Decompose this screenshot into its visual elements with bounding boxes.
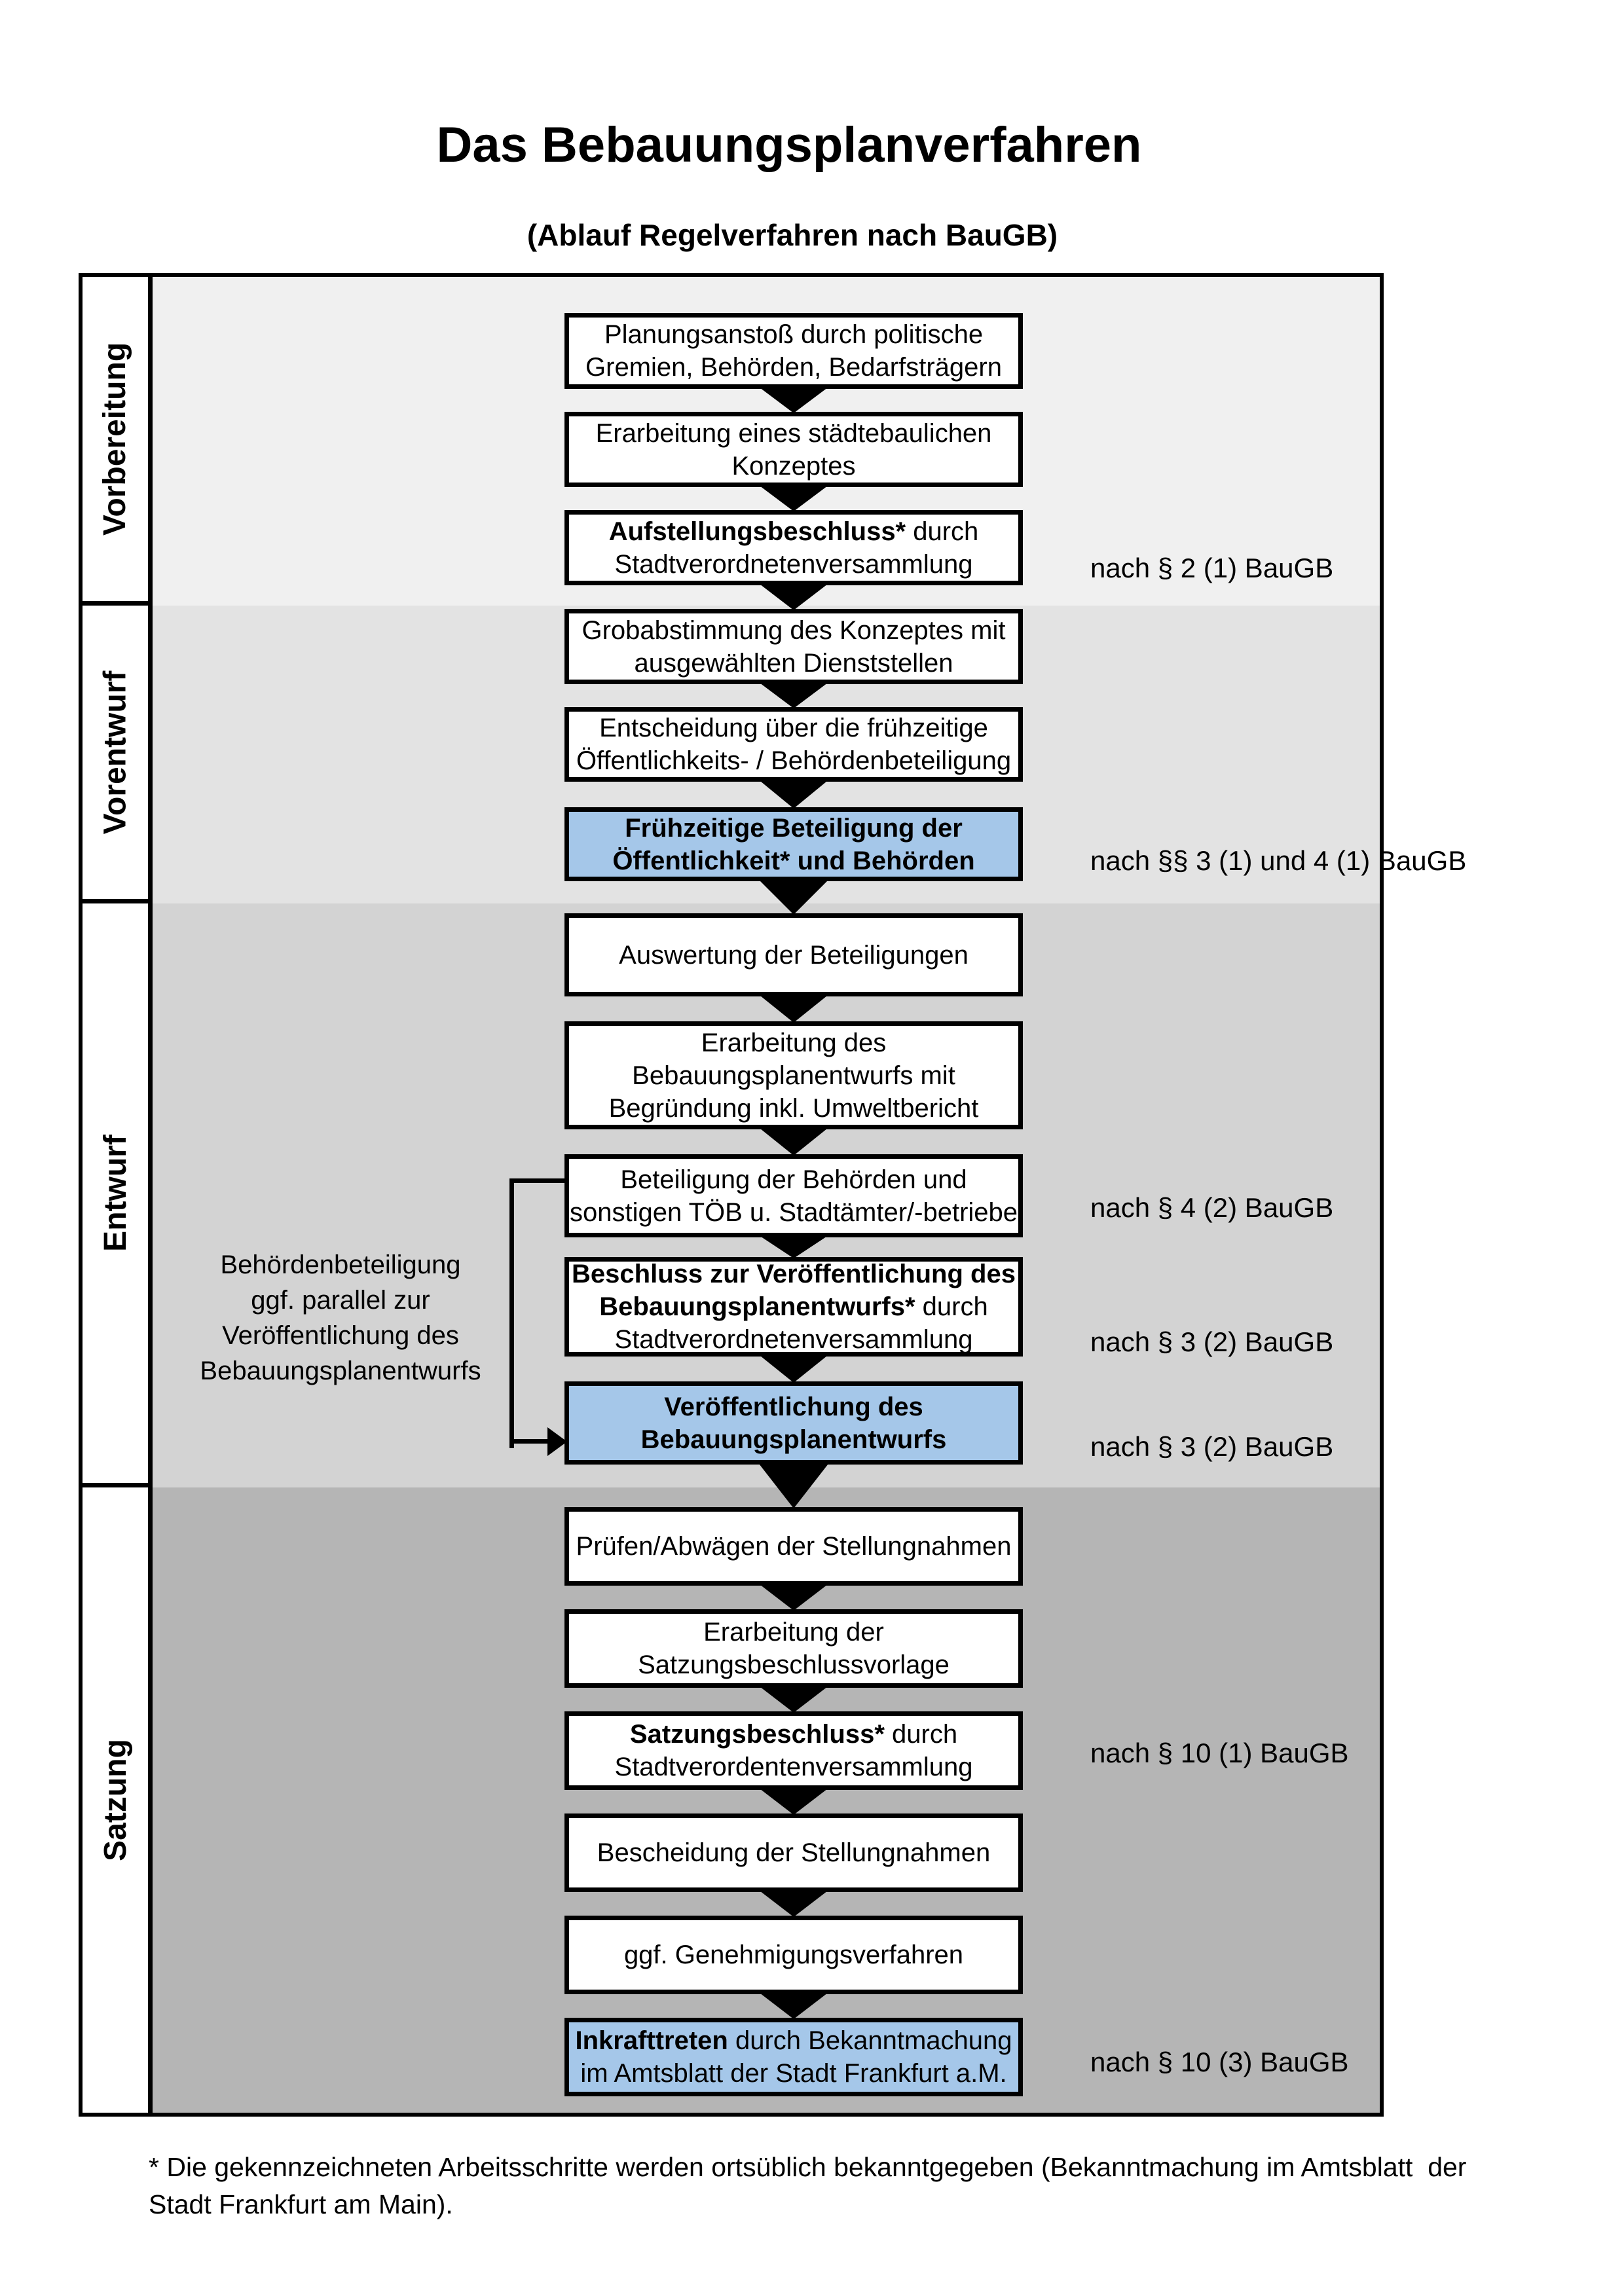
- parallel-note-line: Behördenbeteiligung: [220, 1250, 461, 1279]
- arrow-down-icon: [757, 1685, 830, 1713]
- flow-box-line: Auswertung der Beteiligungen: [619, 940, 969, 970]
- page-title: Das Bebauungsplanverfahren: [436, 117, 1142, 173]
- parallel-note-line: Veröffentlichung des: [222, 1321, 459, 1350]
- flow-box-line: Grobabstimmung des Konzeptes mit: [581, 615, 1006, 645]
- phase-label-text: Entwurf: [98, 1135, 133, 1252]
- flow-box-line: Bebauungsplanentwurfs* durch: [599, 1292, 988, 1321]
- flow-box-line: Erarbeitung der: [703, 1618, 884, 1647]
- parallel-note-line: Bebauungsplanentwurfs: [200, 1357, 481, 1385]
- flow-box-line: Prüfen/Abwägen der Stellungnahmen: [576, 1532, 1012, 1561]
- legal-reference-7: nach § 10 (3) BauGB: [1090, 2047, 1349, 2077]
- flow-box-line: Stadtverordentenversammlung: [614, 1753, 973, 1781]
- flow-box-line: Beschluss zur Veröffentlichung des: [572, 1260, 1016, 1288]
- flow-box-line: sonstigen TÖB u. Stadtämter/-betriebe: [569, 1197, 1018, 1227]
- flow-box-17: Inkrafttreten durch Bekanntmachung im Amt…: [564, 2018, 1023, 2096]
- bracket-arrow-right-icon: [547, 1427, 567, 1456]
- flow-box-9: Beteiligung der Behörden und sonstigen TÖ…: [564, 1154, 1023, 1237]
- phase-label-text: Vorentwurf: [98, 670, 133, 834]
- arrow-down-icon: [757, 1582, 830, 1611]
- flow-box-line: Planungsanstoß durch politische: [604, 320, 984, 349]
- legal-reference-5: nach § 3 (2) BauGB: [1090, 1431, 1334, 1462]
- flow-box-line: ausgewählten Dienststellen: [634, 648, 953, 678]
- arrow-down-icon: [757, 681, 830, 708]
- phase-label-vorentwurf: Vorentwurf: [83, 606, 153, 903]
- arrow-down-icon: [757, 993, 830, 1023]
- flow-box-line: Begründung inkl. Umweltbericht: [608, 1093, 979, 1123]
- phase-label-satzung: Satzung: [83, 1487, 153, 2113]
- phase-label-text: Satzung: [98, 1739, 133, 1861]
- flow-box-line: Bebauungsplanentwurfs: [640, 1425, 947, 1454]
- bracket-vertical-line: [509, 1178, 514, 1448]
- parallel-note-line: ggf. parallel zur: [251, 1286, 430, 1315]
- flow-box-line: Entscheidung über die frühzeitige: [599, 714, 988, 742]
- arrow-down-icon: [757, 484, 830, 511]
- flow-box-line: Erarbeitung des: [701, 1028, 887, 1057]
- flow-box-line: Frühzeitige Beteiligung der: [625, 813, 963, 843]
- flow-box-15: Bescheidung der Stellungnahmen: [564, 1813, 1023, 1892]
- arrow-down-icon: [757, 878, 830, 915]
- flow-box-16: ggf. Genehmigungsverfahren: [564, 1916, 1023, 1994]
- page-subtitle: (Ablauf Regelverfahren nach BauGB): [526, 218, 1058, 252]
- arrow-down-icon: [757, 1991, 830, 2019]
- legal-reference-2: nach §§ 3 (1) und 4 (1) BauGB: [1090, 845, 1467, 876]
- flow-box-line: Öffentlichkeits- / Behördenbeteiligung: [576, 746, 1012, 775]
- phase-label-text: Vorbereitung: [98, 342, 133, 536]
- flow-box-line: Gremien, Behörden, Bedarfsträgern: [585, 353, 1002, 382]
- bracket-bottom-line: [509, 1439, 550, 1444]
- flow-box-line: Stadtverordnetenversammlung: [614, 1325, 973, 1354]
- arrow-down-icon: [757, 1353, 830, 1383]
- phase-label-vorbereitung: Vorbereitung: [83, 277, 153, 606]
- flow-box-line: im Amtsblatt der Stadt Frankfurt a.M.: [580, 2059, 1007, 2088]
- arrow-down-icon: [757, 582, 830, 610]
- flow-box-line: Stadtverordnetenversammlung: [614, 549, 973, 579]
- flow-box-line: Bebauungsplanentwurfs mit: [632, 1061, 955, 1090]
- flow-box-line: Öffentlichkeit* und Behörden: [612, 846, 975, 875]
- flow-box-line: Beteiligung der Behörden und: [620, 1165, 967, 1194]
- arrow-down-icon: [757, 778, 830, 809]
- flow-box-12: Prüfen/Abwägen der Stellungnahmen: [564, 1507, 1023, 1586]
- flow-box-line: Konzeptes: [731, 451, 856, 481]
- flow-box-line: ggf. Genehmigungsverfahren: [623, 1941, 964, 1969]
- flow-box-line: Erarbeitung eines städtebaulichen: [595, 418, 992, 448]
- legal-reference-4: nach § 3 (2) BauGB: [1090, 1326, 1334, 1357]
- flow-box-line: Veröffentlichung des: [664, 1392, 923, 1421]
- legal-reference-1: nach § 2 (1) BauGB: [1090, 553, 1334, 583]
- flow-box-7: Auswertung der Beteiligungen: [564, 913, 1023, 996]
- arrow-down-icon: [757, 1461, 830, 1508]
- arrow-down-icon: [757, 1889, 830, 1917]
- legal-reference-3: nach § 4 (2) BauGB: [1090, 1192, 1334, 1223]
- arrow-down-icon: [757, 1787, 830, 1815]
- arrow-down-icon: [757, 386, 830, 413]
- bracket-top-line: [509, 1178, 564, 1183]
- flow-box-line: Satzungsbeschluss* durch: [629, 1720, 958, 1749]
- flow-box-line: Aufstellungsbeschluss* durch: [608, 517, 979, 546]
- phase-label-entwurf: Entwurf: [83, 903, 153, 1487]
- footnote: * Die gekennzeichneten Arbeitsschritte w…: [149, 2152, 1474, 2219]
- arrow-down-icon: [757, 1234, 830, 1258]
- arrow-down-icon: [757, 1126, 830, 1156]
- flow-box-line: Satzungsbeschlussvorlage: [638, 1650, 950, 1679]
- legal-reference-6: nach § 10 (1) BauGB: [1090, 1738, 1349, 1768]
- flow-box-line: Bescheidung der Stellungnahmen: [597, 1838, 991, 1867]
- flow-box-line: Inkrafttreten durch Bekanntmachung: [575, 2026, 1012, 2055]
